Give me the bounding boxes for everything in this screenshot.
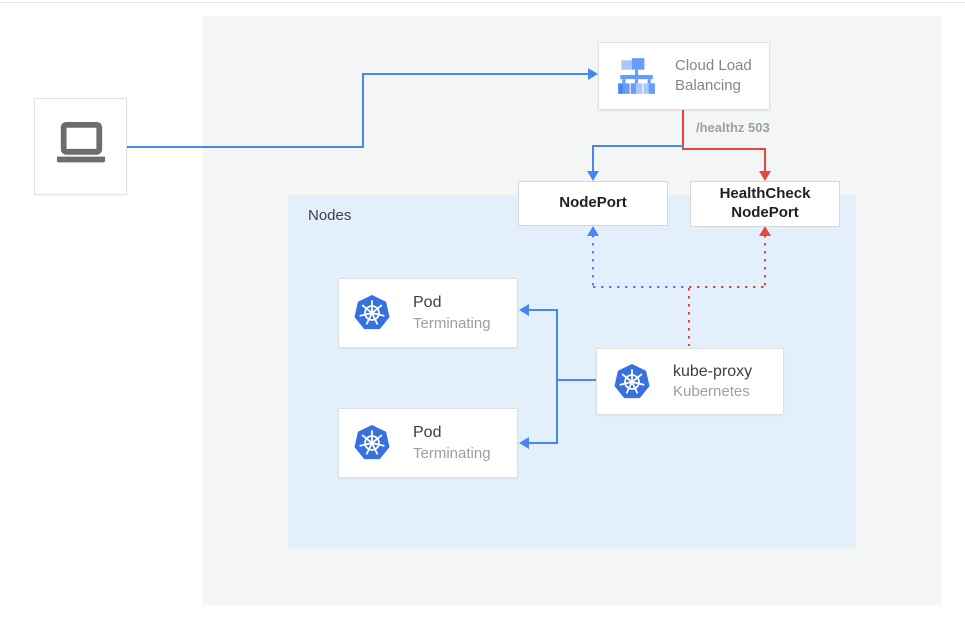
edge-kubeproxy-dotted-red-h bbox=[689, 286, 767, 288]
cloud-load-balancing-node: Cloud Load Balancing bbox=[598, 42, 770, 110]
arrowhead-into-nodeport bbox=[587, 171, 599, 181]
edge-kubeproxy-stem-dotted bbox=[688, 288, 690, 346]
edge-client-to-lb-h1 bbox=[127, 146, 364, 148]
kube-proxy-subtitle: Kubernetes bbox=[673, 383, 750, 401]
arrowhead-into-pod2 bbox=[519, 437, 529, 449]
pod-status: Terminating bbox=[413, 444, 491, 462]
healthcheck-nodeport-node: HealthCheck NodePort bbox=[690, 181, 840, 227]
laptop-icon bbox=[50, 121, 112, 172]
edge-to-pod1-h bbox=[529, 309, 558, 311]
edge-kubeproxy-to-healthcheck-v bbox=[764, 235, 766, 288]
edge-kubeproxy-to-pods-h bbox=[557, 379, 597, 381]
kubernetes-icon bbox=[613, 363, 651, 401]
edge-branch-blue-h bbox=[593, 145, 683, 147]
healthz-status-label: /healthz 503 bbox=[696, 120, 770, 135]
kubernetes-icon bbox=[353, 424, 391, 462]
arrowhead-into-lb bbox=[588, 68, 598, 80]
edge-kubeproxy-dotted-blue-h bbox=[593, 286, 689, 288]
arrowhead-dotted-into-healthcheck bbox=[759, 226, 771, 236]
arrowhead-into-pod1 bbox=[519, 304, 529, 316]
arrowhead-dotted-into-nodeport bbox=[587, 226, 599, 236]
pod-status: Terminating bbox=[413, 314, 491, 332]
client-node bbox=[34, 98, 127, 195]
nodeport-label: NodePort bbox=[559, 194, 627, 212]
edge-branch-red-h bbox=[682, 148, 766, 150]
edge-client-to-lb-v bbox=[362, 74, 364, 148]
edge-branch-red-v bbox=[764, 148, 766, 173]
cloud-load-balancing-label: Cloud Load Balancing bbox=[675, 56, 752, 94]
nodes-group-label: Nodes bbox=[308, 207, 352, 224]
edge-branch-blue-v bbox=[592, 145, 594, 173]
kubernetes-icon bbox=[353, 294, 391, 332]
pod-node-2: Pod Terminating bbox=[338, 408, 518, 478]
pod-node-1: Pod Terminating bbox=[338, 278, 518, 348]
edge-kubeproxy-to-nodeport-v bbox=[592, 235, 594, 288]
edge-to-pod2-h bbox=[529, 442, 558, 444]
kube-proxy-node: kube-proxy Kubernetes bbox=[596, 348, 784, 415]
load-balancer-icon bbox=[615, 57, 657, 95]
pod-title: Pod bbox=[413, 424, 442, 442]
edge-lb-down-red bbox=[682, 110, 684, 150]
arrowhead-into-healthcheck-nodeport bbox=[759, 171, 771, 181]
edge-kubeproxy-to-pods-v bbox=[556, 309, 558, 444]
edge-client-to-lb-h2 bbox=[362, 73, 588, 75]
top-divider bbox=[0, 2, 965, 3]
kube-proxy-title: kube-proxy bbox=[673, 362, 753, 380]
healthcheck-nodeport-label: HealthCheck NodePort bbox=[719, 185, 811, 221]
nodeport-node: NodePort bbox=[518, 181, 668, 226]
pod-title: Pod bbox=[413, 294, 442, 312]
